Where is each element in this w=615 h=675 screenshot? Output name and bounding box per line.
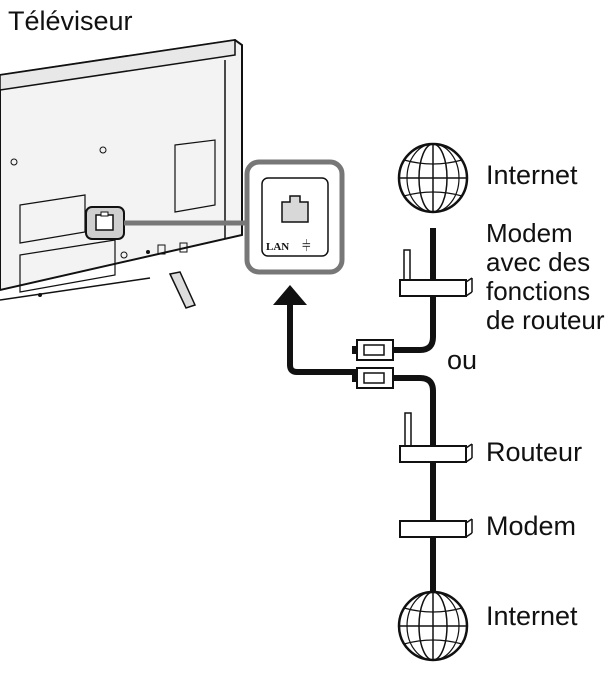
- modem-router-label-line-2: avec des: [486, 247, 591, 277]
- globe-icon-top: [397, 142, 469, 214]
- tv-label: Téléviseur: [8, 6, 133, 36]
- tv-back-panel: [0, 38, 243, 309]
- or-label: ou: [447, 345, 478, 375]
- router-label: Routeur: [486, 437, 583, 467]
- arrow-up-icon: [273, 285, 307, 305]
- lan-port-zoom-box: LAN ⫩: [244, 159, 345, 275]
- tv-lan-port-highlight: [85, 206, 125, 240]
- modem-router-label-line-3: fonctions: [486, 276, 591, 306]
- network-symbol-icon: ⫩: [302, 238, 311, 255]
- modem-label: Modem: [486, 511, 577, 541]
- router-device: [399, 412, 473, 463]
- modem-router-device: [399, 249, 473, 297]
- rj45-connector-upper: [352, 339, 394, 361]
- globe-icon-bottom: [397, 590, 469, 662]
- cable-to-router: [393, 375, 436, 610]
- internet-bottom-label: Internet: [486, 601, 578, 631]
- cable-to-modem-router: [393, 228, 436, 353]
- modem-router-label-line-4: de routeur: [486, 305, 605, 335]
- modem-router-label-line-1: Modem: [486, 218, 573, 248]
- ethernet-port-icon: [281, 195, 309, 223]
- rj45-connector-lower: [352, 367, 394, 389]
- lan-port-label: LAN: [266, 241, 289, 253]
- modem-device: [399, 518, 473, 538]
- ethernet-cable-to-tv: [287, 300, 362, 375]
- internet-top-label: Internet: [486, 160, 578, 190]
